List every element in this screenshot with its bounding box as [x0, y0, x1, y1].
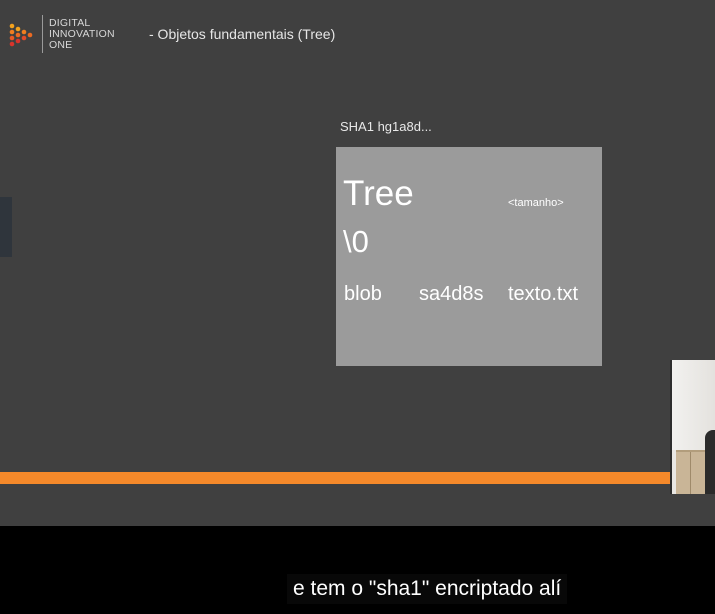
subtitle-caption: e tem o "sha1" encriptado alí: [287, 574, 568, 604]
logo-line-3: ONE: [49, 38, 73, 51]
entry-filename: texto.txt: [508, 283, 579, 305]
tree-size-label: <tamanho>: [508, 197, 564, 209]
slide-title: - Objetos fundamentais (Tree): [149, 26, 336, 42]
sha-label: SHA1 hg1a8d...: [340, 119, 432, 134]
logo-divider: [42, 15, 43, 53]
dio-logo-icon: [9, 23, 33, 47]
logo-line-2: INNOVATION: [49, 27, 115, 40]
side-tab: [0, 197, 12, 257]
logo-wordmark: DIGITAL INNOVATION ONE: [49, 16, 115, 51]
webcam-overlay: [670, 360, 715, 494]
entry-sha: sa4d8s: [419, 283, 484, 305]
tree-null-char: \0: [343, 224, 369, 259]
dio-logo: DIGITAL INNOVATION ONE: [8, 15, 115, 53]
entry-type: blob: [344, 283, 382, 305]
tree-title: Tree: [343, 174, 414, 213]
accent-bar: [0, 472, 715, 484]
tree-object-box: Tree <tamanho> \0 blob sa4d8s texto.txt: [336, 147, 602, 366]
logo-line-1: DIGITAL: [49, 16, 91, 29]
video-slide: DIGITAL INNOVATION ONE - Objetos fundame…: [0, 0, 715, 526]
